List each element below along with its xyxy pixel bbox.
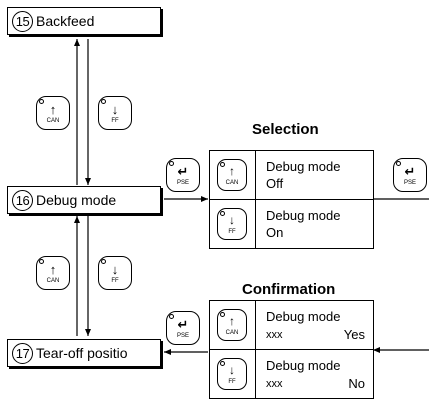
option-line-1: Debug mode [266, 309, 341, 324]
up-arrow-icon: ↑ [229, 314, 235, 328]
key-caption: CAN [46, 118, 60, 124]
led-dot-icon [396, 161, 401, 166]
state-backfeed: 15 Backfeed [7, 7, 161, 35]
key-caption: CAN [46, 278, 60, 284]
option-no: ↓ FF Debug mode xxx No [210, 350, 373, 399]
ff-key-icon: ↓ FF [217, 358, 247, 390]
selection-title: Selection [252, 121, 319, 138]
led-dot-icon [101, 259, 106, 264]
option-yes: ↑ CAN Debug mode xxx Yes [210, 301, 373, 350]
state-number: 17 [12, 342, 33, 364]
up-arrow-icon: ↑ [49, 262, 57, 277]
led-dot-icon [220, 162, 225, 167]
key-caption: PSE [403, 180, 416, 186]
led-dot-icon [39, 259, 44, 264]
key-caption: FF [111, 118, 119, 124]
option-line-1: Debug mode [266, 159, 341, 174]
key-caption: PSE [176, 180, 189, 186]
can-key-icon: ↑ CAN [217, 309, 247, 341]
led-dot-icon [169, 161, 174, 166]
pse-key-icon: ↵ PSE [166, 158, 200, 192]
led-dot-icon [220, 211, 225, 216]
option-line-2-right: Yes [343, 327, 365, 342]
up-arrow-icon: ↑ [229, 164, 235, 178]
option-value-xxx: xxx [266, 329, 283, 341]
confirmation-table: ↑ CAN Debug mode xxx Yes ↓ FF Debug mode… [209, 300, 374, 399]
key-caption: PSE [176, 333, 189, 339]
key-caption: FF [228, 379, 236, 385]
down-arrow-icon: ↓ [229, 363, 235, 377]
state-label: Debug mode [36, 192, 117, 208]
option-line-2: Off [266, 176, 284, 191]
option-on: ↓ FF Debug mode On [210, 200, 373, 249]
option-line-1: Debug mode [266, 208, 341, 223]
key-caption: CAN [225, 330, 239, 336]
option-line-2: On [266, 225, 284, 240]
state-number: 15 [12, 10, 33, 32]
selection-table: ↑ CAN Debug mode Off ↓ FF Debug mode On [209, 150, 374, 249]
led-dot-icon [220, 361, 225, 366]
key-caption: FF [228, 229, 236, 235]
key-caption: CAN [225, 180, 239, 186]
enter-arrow-icon: ↵ [404, 164, 416, 179]
state-number: 16 [12, 189, 33, 211]
option-off: ↑ CAN Debug mode Off [210, 151, 373, 200]
enter-arrow-icon: ↵ [177, 164, 189, 179]
key-caption: FF [111, 278, 119, 284]
option-line-1: Debug mode [266, 358, 341, 373]
state-label: Backfeed [36, 13, 95, 29]
ff-key-icon: ↓ FF [98, 96, 132, 130]
led-dot-icon [169, 314, 174, 319]
state-tear-off-position: 17 Tear-off positio [7, 339, 161, 367]
can-key-icon: ↑ CAN [36, 256, 70, 290]
down-arrow-icon: ↓ [111, 262, 119, 277]
enter-arrow-icon: ↵ [177, 317, 189, 332]
option-value-xxx: xxx [266, 378, 283, 390]
down-arrow-icon: ↓ [111, 102, 119, 117]
ff-key-icon: ↓ FF [217, 208, 247, 240]
up-arrow-icon: ↑ [49, 102, 57, 117]
can-key-icon: ↑ CAN [217, 159, 247, 191]
pse-key-icon: ↵ PSE [166, 311, 200, 345]
state-label: Tear-off positio [36, 345, 128, 361]
down-arrow-icon: ↓ [229, 213, 235, 227]
confirmation-title: Confirmation [242, 281, 336, 298]
led-dot-icon [101, 99, 106, 104]
pse-key-icon: ↵ PSE [393, 158, 427, 192]
can-key-icon: ↑ CAN [36, 96, 70, 130]
led-dot-icon [39, 99, 44, 104]
option-line-2-right: No [348, 376, 365, 391]
state-debug-mode: 16 Debug mode [7, 186, 161, 214]
led-dot-icon [220, 312, 225, 317]
ff-key-icon: ↓ FF [98, 256, 132, 290]
